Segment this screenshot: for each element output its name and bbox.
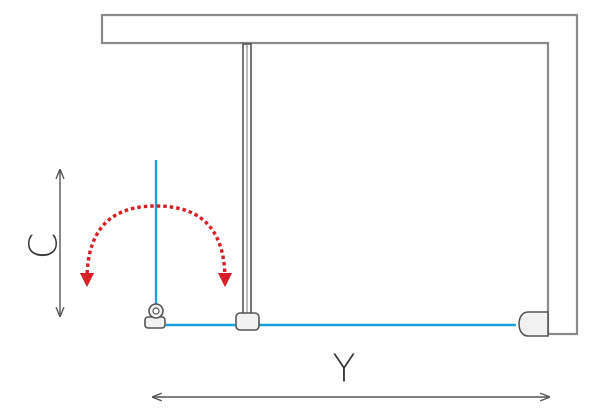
wall-profile	[518, 311, 549, 337]
dimension-y-label: Y	[332, 347, 355, 391]
swing-direction-arrow	[79, 204, 233, 288]
panel-connector	[235, 312, 260, 331]
pivot-hinge	[144, 303, 166, 329]
dimension-c-label: C	[22, 233, 66, 260]
fixed-side-panel	[242, 43, 252, 315]
wall-outline	[100, 13, 579, 336]
